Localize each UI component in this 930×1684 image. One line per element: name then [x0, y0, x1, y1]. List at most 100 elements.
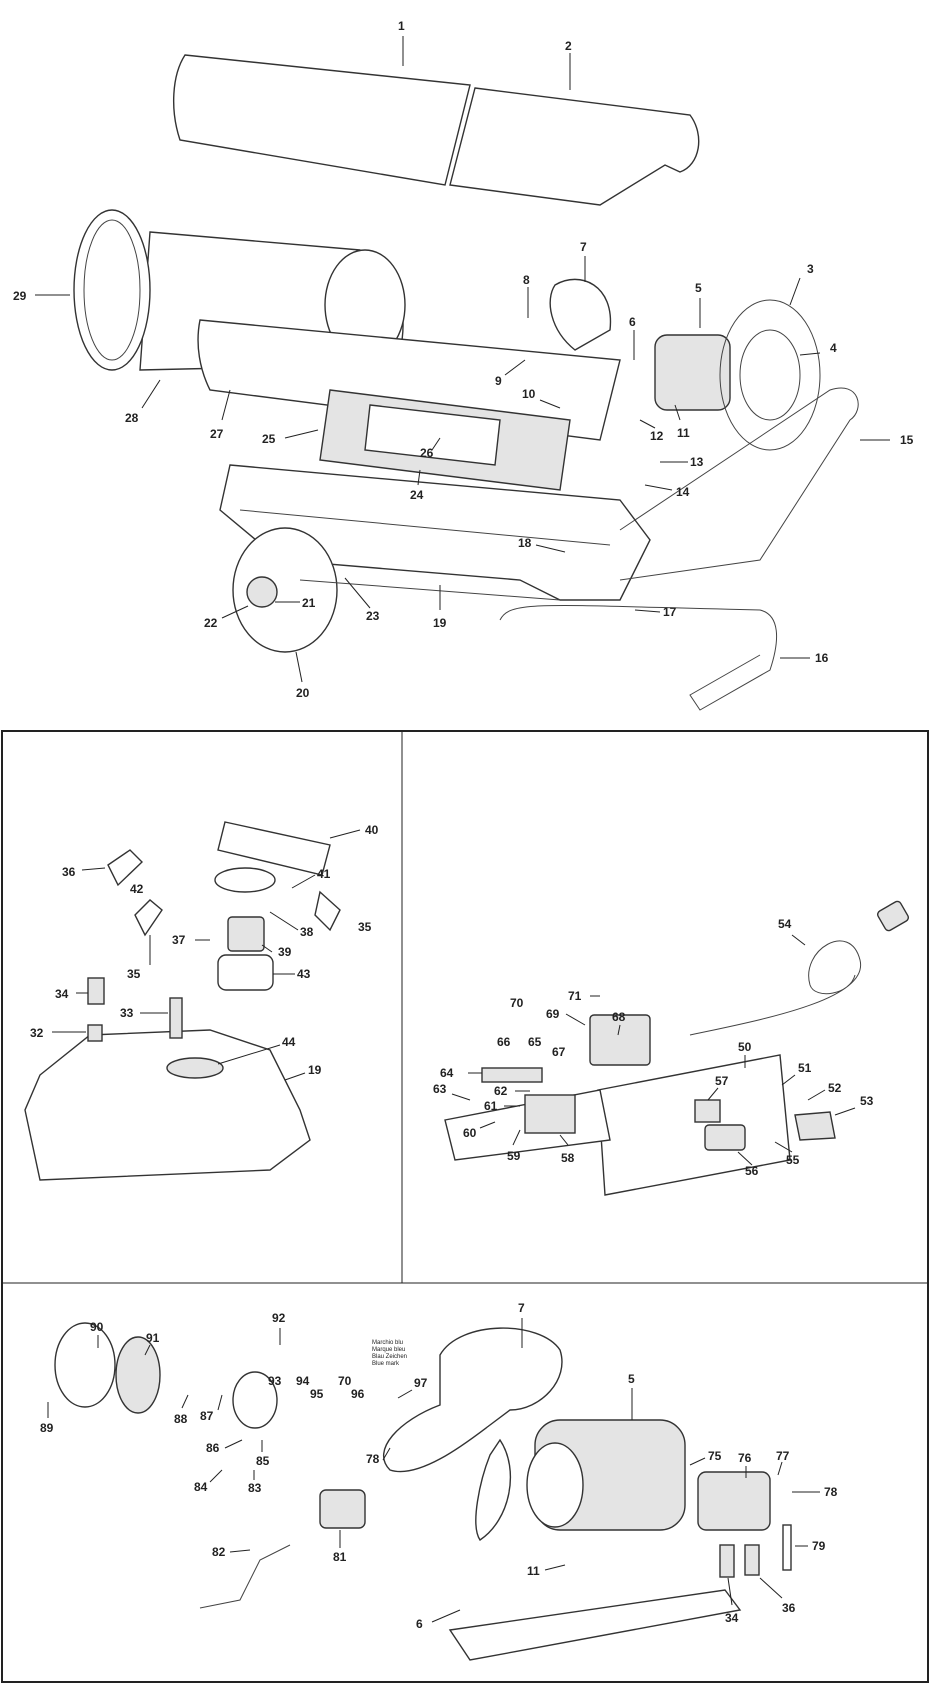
mounting-frame-window: [364, 404, 501, 466]
callout-66: 66: [497, 1035, 511, 1049]
fitting-34: [719, 1544, 735, 1578]
callout-14: 14: [676, 485, 690, 499]
callout-79: 79: [812, 1539, 826, 1553]
rear-stand: [499, 605, 778, 711]
callout-56: 56: [745, 1164, 759, 1178]
callout-70: 70: [510, 996, 524, 1010]
callout-57: 57: [715, 1074, 729, 1088]
callout-5-panel: 5: [628, 1372, 635, 1386]
motor-face: [526, 1442, 584, 1528]
callout-51: 51: [798, 1061, 812, 1075]
callout-81: 81: [333, 1550, 347, 1564]
switch-56: [704, 1124, 746, 1151]
callout-94: 94: [296, 1374, 310, 1388]
callout-22: 22: [204, 616, 218, 630]
callout-34: 34: [55, 987, 69, 1001]
fan-guard: [719, 299, 821, 451]
electrical-panel: [444, 900, 909, 1196]
front-ring: [73, 209, 151, 371]
callout-5: 5: [695, 281, 702, 295]
fuel-fitting-elbow-b: [314, 890, 341, 932]
callout-84: 84: [194, 1480, 208, 1494]
fuel-fitting-elbow-c: [134, 899, 163, 937]
callout-26: 26: [420, 446, 434, 460]
callout-8: 8: [523, 273, 530, 287]
control-board-plate: [597, 1054, 791, 1196]
callout-93: 93: [268, 1374, 282, 1388]
callout-9: 9: [495, 374, 502, 388]
callout-76: 76: [738, 1451, 752, 1465]
filter-head: [214, 867, 276, 893]
callout-7: 7: [580, 240, 587, 254]
fuel-pump: [697, 1471, 771, 1531]
note-line-de: Blau Zeichen: [372, 1354, 407, 1360]
callout-35-left: 35: [127, 967, 141, 981]
callout-17: 17: [663, 605, 677, 619]
motor-base-plate: [448, 1589, 742, 1661]
blue-mark-note: Marchio blu Marque bleu Blau Zeichen Blu…: [372, 1340, 407, 1367]
electrical-callouts: 54 71 70 69 68 66 65 67 50 51 64 62 63 6…: [433, 917, 874, 1178]
callout-25: 25: [262, 432, 276, 446]
heater-assembly: [73, 54, 859, 711]
callout-95: 95: [310, 1387, 324, 1401]
callout-40: 40: [365, 823, 379, 837]
callout-70-panel: 70: [338, 1374, 352, 1388]
callout-64: 64: [440, 1066, 454, 1080]
fuel-fitting-elbow-a: [107, 849, 144, 887]
upper-cover-front: [172, 54, 471, 186]
callout-96: 96: [351, 1387, 365, 1401]
fuel-system-panel: [24, 821, 341, 1181]
callout-19: 19: [433, 616, 447, 630]
callout-88: 88: [174, 1412, 188, 1426]
fitting-plug: [87, 1024, 103, 1042]
callout-78-left: 78: [366, 1452, 380, 1466]
callout-83: 83: [248, 1481, 262, 1495]
filter-element: [227, 916, 265, 952]
callout-2: 2: [565, 39, 572, 53]
callout-42: 42: [130, 882, 144, 896]
callout-6: 6: [629, 315, 636, 329]
callout-44: 44: [282, 1035, 296, 1049]
callout-19-panel: 19: [308, 1063, 322, 1077]
note-line-en: Blue mark: [372, 1361, 400, 1367]
callout-55: 55: [786, 1153, 800, 1167]
callout-36: 36: [62, 865, 76, 879]
motor-callouts: 7 92 90 91 89 88 87 93 94 95 70 96 97 Ma…: [40, 1301, 838, 1631]
bracket-part: [217, 821, 331, 876]
power-cable: [689, 940, 861, 1036]
fan-blade: [549, 278, 612, 351]
callout-37: 37: [172, 933, 186, 947]
callout-3: 3: [807, 262, 814, 276]
handle-frame: [619, 387, 859, 581]
fitting-nipple: [87, 977, 105, 1005]
callout-61: 61: [484, 1099, 498, 1113]
fan-blade-large: [383, 1327, 563, 1473]
callout-52: 52: [828, 1081, 842, 1095]
note-line-it: Marchio blu: [372, 1340, 403, 1346]
callout-24: 24: [410, 488, 424, 502]
relay-block: [524, 1094, 576, 1134]
callout-89: 89: [40, 1421, 54, 1435]
fitting-36: [744, 1544, 760, 1576]
callout-38: 38: [300, 925, 314, 939]
callout-78-right: 78: [824, 1485, 838, 1499]
burner-head: [54, 1322, 116, 1408]
tank-rim: [239, 509, 611, 546]
fan-motor: [654, 334, 731, 411]
callout-21: 21: [302, 596, 316, 610]
axle: [299, 579, 561, 601]
filter-cup: [217, 954, 274, 991]
callout-92: 92: [272, 1311, 286, 1325]
callout-10: 10: [522, 387, 536, 401]
callout-11: 11: [677, 426, 690, 440]
callout-13: 13: [690, 455, 704, 469]
callout-86: 86: [206, 1441, 220, 1455]
callout-62: 62: [494, 1084, 508, 1098]
photocell-block: [319, 1489, 366, 1529]
detail-panels-frame: [1, 730, 929, 1683]
transformer: [589, 1014, 651, 1066]
callout-71: 71: [568, 989, 582, 1003]
callout-85: 85: [256, 1454, 270, 1468]
callout-1: 1: [398, 19, 405, 33]
callout-35-right: 35: [358, 920, 372, 934]
